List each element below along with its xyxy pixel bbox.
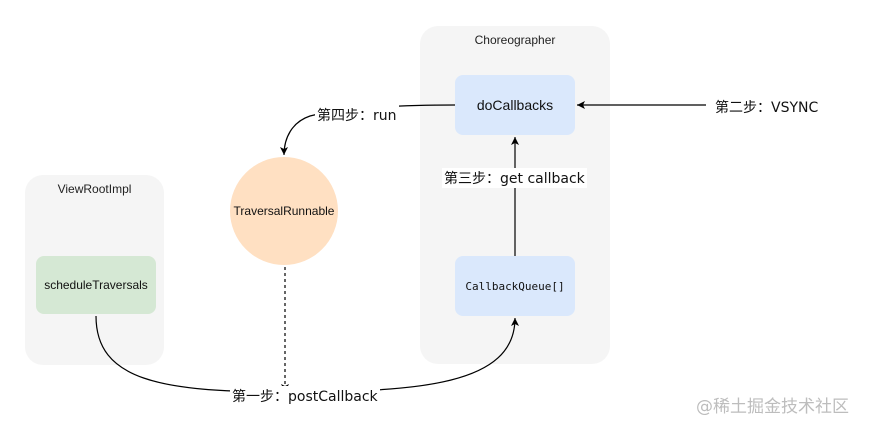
callback-queue-node[interactable]: CallbackQueue[] (455, 256, 575, 316)
do-callbacks-node[interactable]: doCallbacks (455, 75, 575, 135)
schedule-traversals-node[interactable]: scheduleTraversals (36, 256, 156, 314)
choreographer-title: Choreographer (474, 33, 556, 47)
step2-label: 第二步：VSYNC (715, 100, 819, 116)
traversal-runnable-node[interactable]: TraversalRunnable (230, 157, 338, 265)
step3-label: 第三步：get callback (442, 168, 587, 188)
step1-label: 第一步：postCallback (230, 386, 380, 406)
view-root-impl-title: ViewRootImpl (57, 182, 132, 196)
step4-label: 第四步：run (315, 105, 399, 125)
watermark-text: @稀土掘金技术社区 (696, 397, 849, 417)
